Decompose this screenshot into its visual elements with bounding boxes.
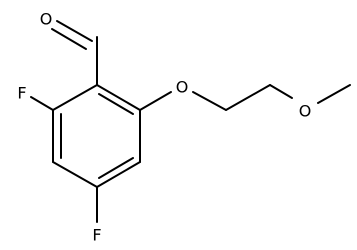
bond-ring-inner-a xyxy=(98,93,134,115)
bond-o-ch2 xyxy=(192,91,227,111)
bond-aldehyde-co-b xyxy=(51,28,87,50)
bond-ring-1 xyxy=(96,84,141,111)
bond-ring-3 xyxy=(96,161,141,188)
bond-ring-6 xyxy=(52,84,98,111)
atom-aldehyde-oxygen: O xyxy=(40,10,53,29)
atom-ether-oxygen-1: O xyxy=(176,78,189,97)
bond-ring-o xyxy=(139,91,172,111)
atom-ether-oxygen-2: O xyxy=(299,102,312,121)
bond-ch2-o xyxy=(269,84,293,99)
atom-fluorine-left: F xyxy=(17,84,26,103)
bond-ch2-ch2 xyxy=(225,84,271,111)
bond-o-ch3 xyxy=(317,84,351,104)
bond-ring-inner-b xyxy=(98,157,134,179)
bond-ring-4 xyxy=(52,161,98,188)
bond-aldehyde-co-a xyxy=(56,20,93,42)
bond-c-f-left xyxy=(30,96,54,111)
atom-fluorine-bottom: F xyxy=(92,226,101,245)
